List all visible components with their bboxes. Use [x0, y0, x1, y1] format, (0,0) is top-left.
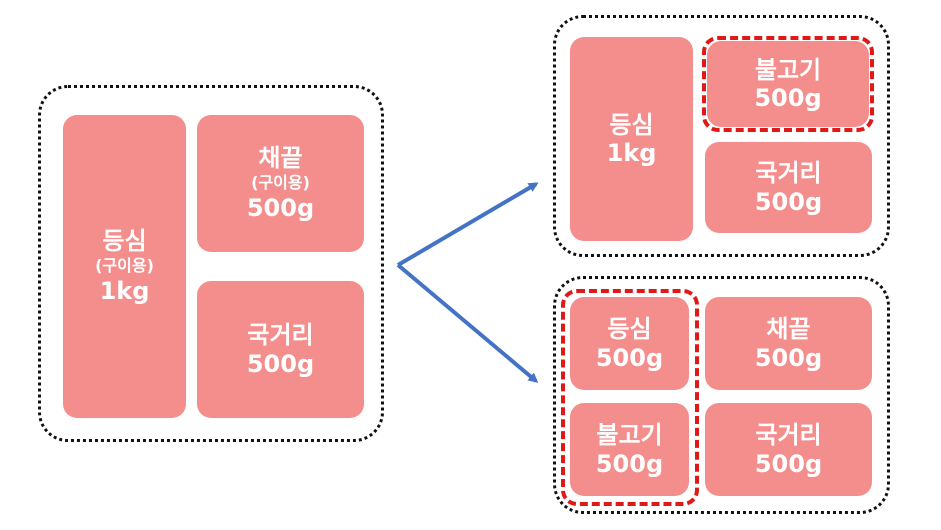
box-name: 등심 — [609, 110, 654, 139]
left-gukgeori-box: 국거리 500g — [197, 281, 364, 418]
box-name: 불고기 — [754, 55, 822, 84]
tr-bulgogi-box: 불고기 500g — [707, 41, 869, 127]
left-set-group — [38, 85, 384, 442]
tr-gukgeori-box: 국거리 500g — [705, 142, 872, 233]
arrow-up — [396, 182, 539, 267]
box-name: 채끝 — [258, 144, 303, 173]
br-left-column-highlight — [561, 289, 699, 506]
box-name: 등심 — [102, 227, 147, 256]
box-qty: 500g — [754, 187, 823, 216]
left-deungsim-box: 등심 (구이용) 1kg — [63, 115, 186, 418]
box-name: 불고기 — [596, 421, 663, 450]
box-sub: (구이용) — [95, 255, 154, 275]
tr-bulgogi-highlight — [702, 36, 874, 132]
bottom-right-set-group — [553, 276, 890, 514]
box-name: 국거리 — [755, 421, 822, 450]
box-qty: 1kg — [99, 277, 150, 306]
br-gukgeori-box: 국거리 500g — [705, 403, 872, 496]
box-name: 국거리 — [755, 159, 822, 188]
box-name: 채끝 — [766, 315, 811, 344]
top-right-set-group — [553, 15, 890, 257]
box-qty: 500g — [246, 349, 315, 378]
box-qty: 500g — [595, 449, 664, 478]
box-qty: 500g — [754, 449, 823, 478]
box-qty: 500g — [754, 343, 823, 372]
arrow-down — [396, 263, 539, 383]
box-name: 등심 — [607, 315, 652, 344]
box-qty: 500g — [595, 343, 664, 372]
box-sub: (구이용) — [251, 172, 310, 192]
box-qty: 500g — [246, 194, 315, 223]
tr-deungsim-box: 등심 1kg — [570, 37, 693, 241]
box-name: 국거리 — [247, 321, 314, 350]
box-qty: 500g — [754, 84, 822, 112]
br-bulgogi-box: 불고기 500g — [570, 403, 689, 496]
left-chaekkeut-box: 채끝 (구이용) 500g — [197, 115, 364, 252]
box-qty: 1kg — [606, 139, 657, 167]
br-deungsim-box: 등심 500g — [570, 297, 689, 390]
br-chaekkeut-box: 채끝 500g — [705, 297, 872, 390]
